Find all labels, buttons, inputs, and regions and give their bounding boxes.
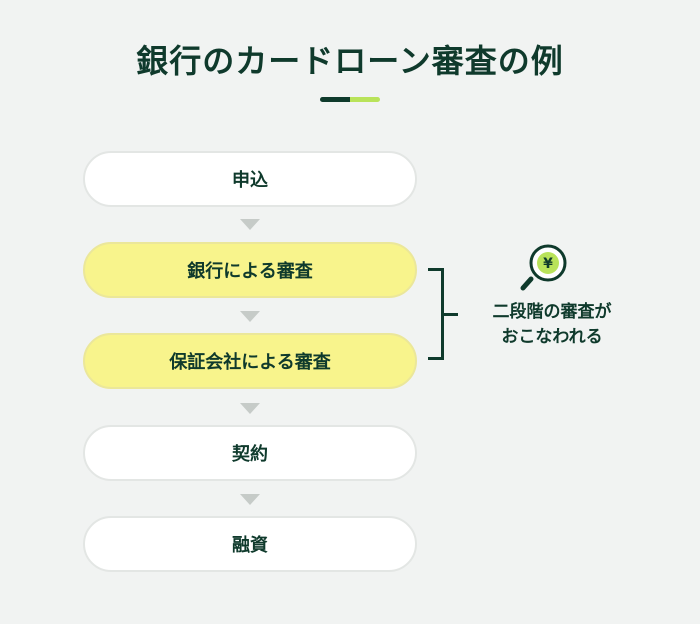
step-guarantor-screening: 保証会社による審査 (83, 333, 417, 389)
magnifier-yen-icon: ¥ (519, 241, 571, 293)
title-underline-light (350, 97, 380, 102)
step-application: 申込 (83, 151, 417, 207)
arrow-down-icon (240, 219, 260, 230)
step-bank-screening: 銀行による審査 (83, 242, 417, 298)
title-underline-dark (320, 97, 350, 102)
note-line-1: 二段階の審査が (492, 302, 612, 322)
arrow-down-icon (240, 403, 260, 414)
two-stage-note: 二段階の審査が おこなわれる (460, 300, 644, 350)
screening-bracket (428, 268, 444, 360)
note-line-2: おこなわれる (501, 327, 603, 347)
arrow-down-icon (240, 311, 260, 322)
page-title: 銀行のカードローン審査の例 (136, 42, 564, 80)
bracket-connector (444, 313, 458, 316)
yen-symbol: ¥ (543, 256, 553, 272)
step-contract: 契約 (83, 425, 417, 481)
step-financing: 融資 (83, 516, 417, 572)
arrow-down-icon (240, 494, 260, 505)
title-underline (320, 97, 380, 102)
